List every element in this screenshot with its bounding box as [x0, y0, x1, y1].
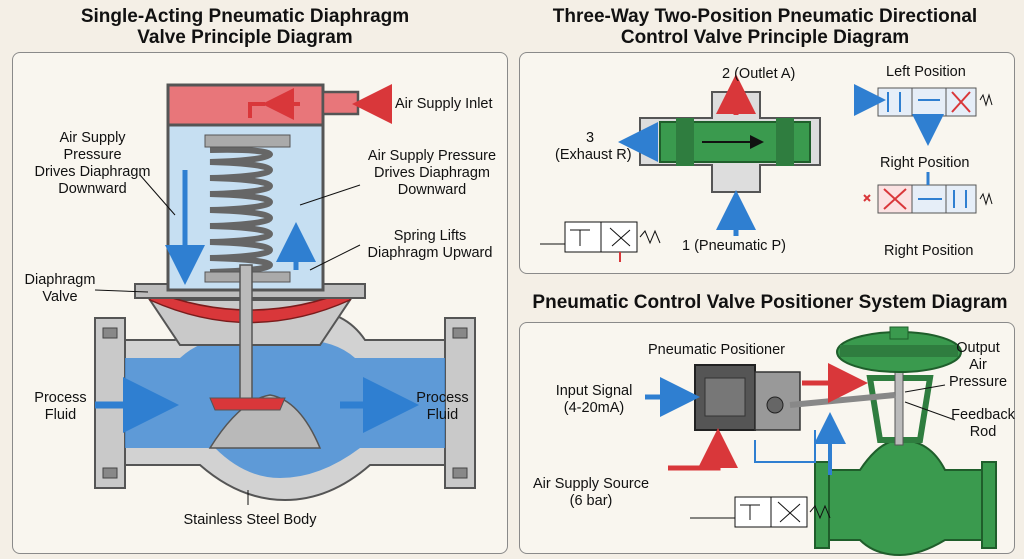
left-title-line1: Single-Acting Pneumatic Diaphragm [80, 6, 410, 27]
air-pressure-left-line1: Air Supply [59, 130, 126, 146]
diaphragm-line2: Valve [42, 289, 78, 305]
right-position-top-label: Right Position [880, 155, 970, 171]
air-supply-inlet-label: Air Supply Inlet [395, 96, 493, 112]
process-fluid-out-label: Process Fluid [410, 390, 475, 424]
right-bottom-title: Pneumatic Control Valve Positioner Syste… [532, 292, 1008, 313]
air-pressure-left-line3: Drives Diaphragm [34, 164, 151, 180]
right-top-title-line1: Three-Way Two-Position Pneumatic Directi… [552, 6, 978, 27]
output-line3: Pressure [948, 374, 1008, 390]
input-line2: (4-20mA) [563, 400, 625, 416]
diaphragm-valve-label: Diaphragm Valve [20, 272, 100, 306]
input-line1: Input Signal [555, 383, 633, 399]
right-top-title: Three-Way Two-Position Pneumatic Directi… [520, 6, 1010, 48]
output-line1: Output [956, 340, 1000, 356]
process-out-line2: Fluid [426, 407, 459, 423]
process-in-line2: Fluid [44, 407, 77, 423]
spring-label: Spring Lifts Diaphragm Upward [360, 228, 500, 262]
stainless-body-label: Stainless Steel Body [183, 512, 317, 528]
exhaust-num: 3 [585, 130, 595, 146]
positioner-system-drawing [645, 326, 997, 557]
output-air-pressure-label: Output Air Pressure [940, 340, 1016, 391]
diaphragm-valve-drawing [94, 83, 476, 505]
air-pressure-left-line2: Pressure [63, 147, 122, 163]
feedback-line1: Feedback [951, 407, 1015, 423]
supply-line1: Air Supply Source [532, 476, 650, 492]
output-line2: Air [969, 357, 987, 373]
right-position-bottom-label: Right Position [884, 243, 974, 259]
pneumatic-label: 1 (Pneumatic P) [682, 238, 786, 254]
left-position-label: Left Position [886, 64, 966, 80]
air-pressure-left-line4: Downward [58, 181, 127, 197]
supply-line2: (6 bar) [569, 493, 613, 509]
air-supply-source-label: Air Supply Source (6 bar) [526, 476, 656, 510]
air-pressure-left-label: Air Supply Pressure Drives Diaphragm Dow… [30, 130, 155, 198]
left-title-line2: Valve Principle Diagram [137, 27, 353, 48]
process-in-line1: Process [34, 390, 87, 406]
diaphragm-line1: Diaphragm [24, 272, 96, 288]
air-pressure-right-label: Air Supply Pressure Drives Diaphragm Dow… [362, 148, 502, 199]
feedback-line2: Rod [969, 424, 997, 440]
input-signal-label: Input Signal (4-20mA) [548, 383, 640, 417]
process-fluid-in-label: Process Fluid [28, 390, 93, 424]
exhaust-text: (Exhaust R) [555, 147, 632, 163]
air-pressure-right-line2: Drives Diaphragm [373, 165, 491, 181]
feedback-rod-label: Feedback Rod [948, 407, 1018, 441]
left-title: Single-Acting Pneumatic Diaphragm Valve … [30, 6, 460, 48]
air-pressure-right-line1: Air Supply Pressure [367, 148, 497, 164]
positioner-label: Pneumatic Positioner [648, 342, 786, 358]
right-top-title-line2: Control Valve Principle Diagram [620, 27, 910, 48]
outlet-label: 2 (Outlet A) [722, 66, 796, 82]
spring-line1: Spring Lifts [393, 228, 467, 244]
three-way-valve-drawing [540, 74, 993, 262]
process-out-line1: Process [416, 390, 469, 406]
exhaust-label: 3 (Exhaust R) [555, 130, 632, 164]
spring-line2: Diaphragm Upward [367, 245, 493, 261]
air-pressure-right-line3: Downward [397, 182, 467, 198]
